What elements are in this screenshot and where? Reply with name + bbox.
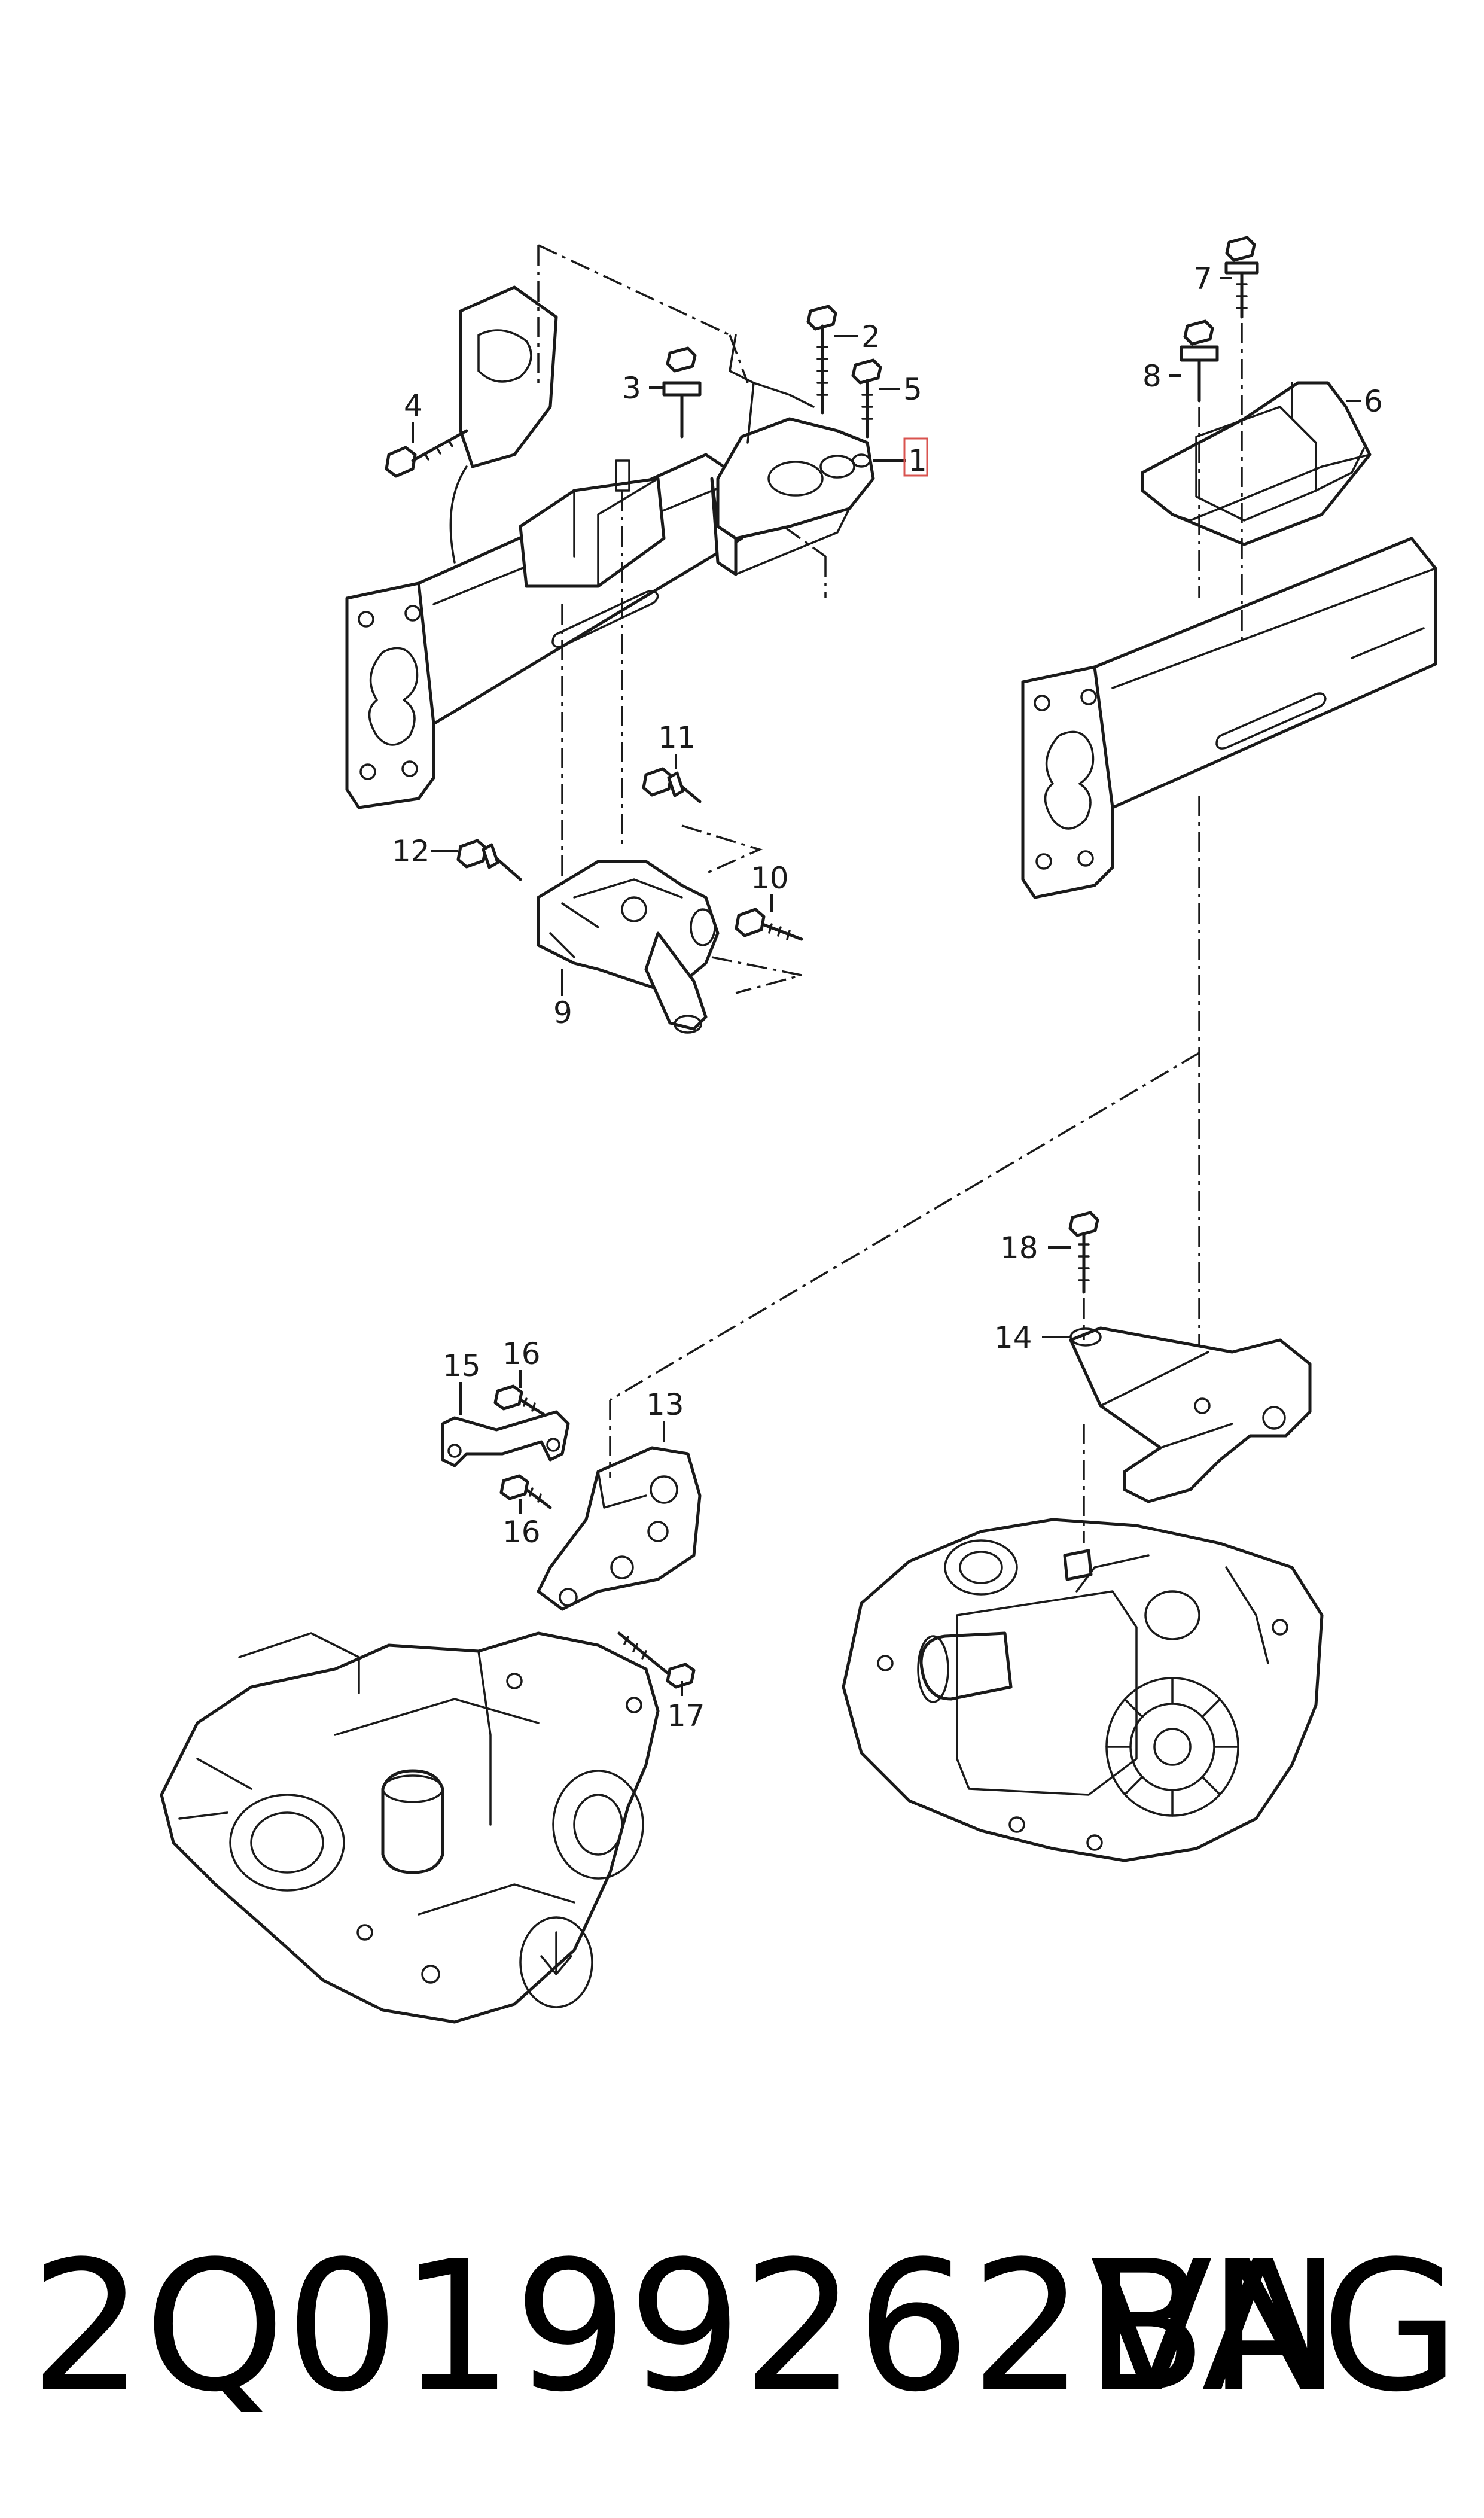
bolt-part-2 (806, 305, 837, 415)
part-number-caption: 2Q0199262BN (30, 2222, 1342, 2431)
callout-10: 10 (751, 861, 789, 896)
bolt-part-16-upper (493, 1384, 546, 1417)
pendulum-support-part-9 (537, 860, 720, 1034)
callout-13: 13 (646, 1387, 684, 1422)
callout-8: 8 (1142, 359, 1162, 394)
left-subframe-rail (345, 285, 743, 809)
bolt-part-4 (385, 429, 468, 478)
callout-18: 18 (1000, 1231, 1038, 1265)
callout-12: 12 (392, 834, 430, 869)
brand-caption: VAG (1090, 2222, 1460, 2431)
callout-1-highlight-box (903, 437, 928, 477)
callout-14: 14 (994, 1320, 1032, 1355)
callout-17: 17 (667, 1698, 705, 1733)
bracket-part-14 (1069, 1326, 1312, 1503)
transmission-mount-part-6 (1141, 381, 1372, 546)
bolt-part-7 (1224, 236, 1259, 319)
bolt-part-12 (456, 839, 522, 881)
callout-7: 7 (1193, 261, 1212, 296)
callout-3: 3 (622, 371, 641, 406)
assembly-lines (537, 244, 1243, 1543)
callout-labels: 1 2 3 4 5 6 7 8 9 10 11 12 13 14 15 16 1… (392, 261, 1383, 1733)
callout-2: 2 (861, 319, 880, 354)
bolt-part-10 (735, 908, 803, 941)
bolt-part-5 (851, 358, 882, 439)
callout-11: 11 (658, 720, 696, 755)
callout-4: 4 (404, 388, 423, 423)
callout-5: 5 (903, 372, 922, 407)
callout-16-upper: 16 (502, 1336, 541, 1371)
engine-mount-part-1 (710, 334, 875, 576)
callout-leaders (412, 277, 1361, 1696)
right-subframe-rail (1021, 537, 1437, 899)
bolt-part-18 (1068, 1211, 1099, 1294)
callout-15: 15 (443, 1348, 481, 1383)
bolt-part-17 (617, 1631, 696, 1689)
callout-6: 6 (1364, 384, 1383, 419)
callout-1: 1 (908, 443, 927, 478)
dsg-gearbox (842, 1518, 1324, 1862)
bracket-part-15 (441, 1410, 570, 1467)
bolt-part-8 (1180, 319, 1219, 403)
bolt-part-16-lower (499, 1474, 552, 1509)
callout-9: 9 (553, 995, 572, 1030)
bolt-part-11 (642, 767, 702, 803)
callout-16-lower: 16 (502, 1515, 541, 1549)
manual-gearbox (160, 1631, 660, 2024)
bolt-part-3 (662, 346, 702, 439)
bracket-part-13 (537, 1446, 702, 1611)
